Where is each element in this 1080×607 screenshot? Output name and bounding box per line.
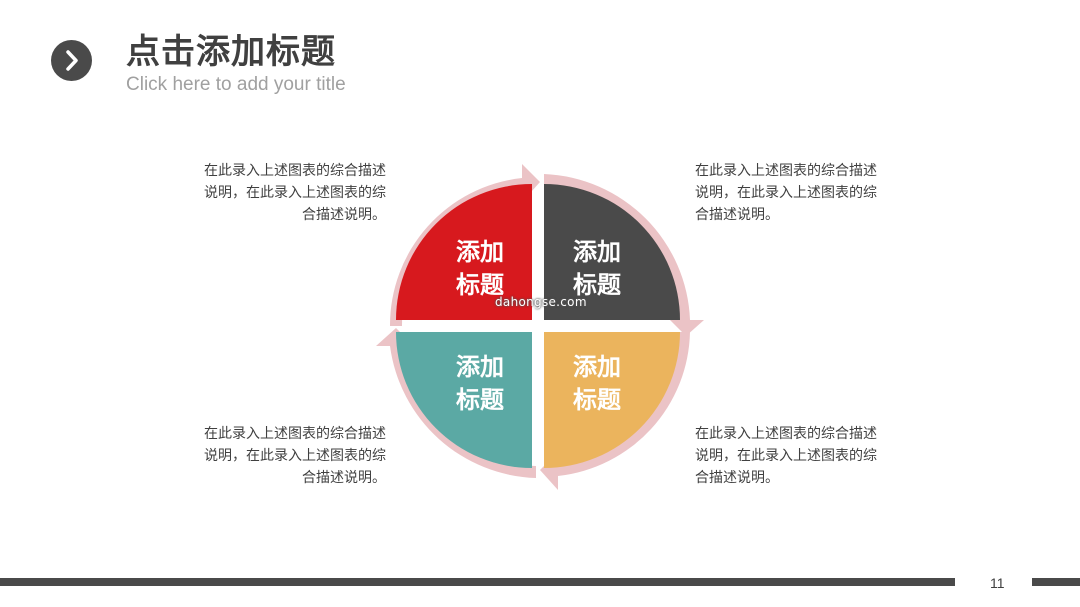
quadrant-label-line: 标题 [573,386,621,414]
quadrant-top-left [396,184,532,320]
description-line: 说明，在此录入上述图表的综 [204,448,386,464]
page-title[interactable]: 点击添加标题 [126,32,336,72]
description-line: 在此录入上述图表的综合描述 [695,163,877,179]
quadrant-label-line: 添加 [456,353,504,381]
description-top-left[interactable]: 在此录入上述图表的综合描述 说明，在此录入上述图表的综 合描述说明。 [178,160,386,226]
description-line: 在此录入上述图表的综合描述 [204,426,386,442]
ring-arc-top-right [544,174,690,320]
ring-arc-bottom-right [558,332,690,476]
quadrant-label-bottom-left[interactable]: 添加 标题 [440,351,520,417]
quadrant-label-bottom-right[interactable]: 添加 标题 [557,351,637,417]
page-number: 11 [990,575,1005,591]
quadrant-top-right [544,184,680,320]
description-line: 合描述说明。 [695,207,779,223]
quadrant-label-line: 添加 [573,353,621,381]
description-line: 合描述说明。 [302,470,386,486]
cycle-arrow-ring [376,164,704,490]
chevron-right-icon [51,40,92,81]
quadrant-bottom-right [544,332,680,468]
quadrant-label-top-right[interactable]: 添加 标题 [557,236,637,302]
description-bottom-right[interactable]: 在此录入上述图表的综合描述 说明，在此录入上述图表的综 合描述说明。 [695,423,903,489]
quadrant-bottom-left [396,332,532,468]
quadrant-label-top-left[interactable]: 添加 标题 [440,236,520,302]
quadrant-label-line: 标题 [456,386,504,414]
description-bottom-left[interactable]: 在此录入上述图表的综合描述 说明，在此录入上述图表的综 合描述说明。 [178,423,386,489]
description-line: 合描述说明。 [695,470,779,486]
arrow-head-right [670,320,704,336]
description-top-right[interactable]: 在此录入上述图表的综合描述 说明，在此录入上述图表的综 合描述说明。 [695,160,903,226]
description-line: 在此录入上述图表的综合描述 [695,426,877,442]
page-subtitle[interactable]: Click here to add your title [126,74,346,95]
description-line: 说明，在此录入上述图表的综 [695,185,877,201]
description-line: 说明，在此录入上述图表的综 [204,185,386,201]
description-line: 合描述说明。 [302,207,386,223]
cycle-diagram [372,160,708,492]
description-line: 说明，在此录入上述图表的综 [695,448,877,464]
quadrant-label-line: 标题 [456,271,504,299]
footer-bar [0,578,955,586]
quadrant-label-line: 标题 [573,271,621,299]
quadrant-label-line: 添加 [573,238,621,266]
watermark: dahongse.com [495,295,587,309]
footer-bar-end [1032,578,1080,586]
description-line: 在此录入上述图表的综合描述 [204,163,386,179]
quadrant-label-line: 添加 [456,238,504,266]
